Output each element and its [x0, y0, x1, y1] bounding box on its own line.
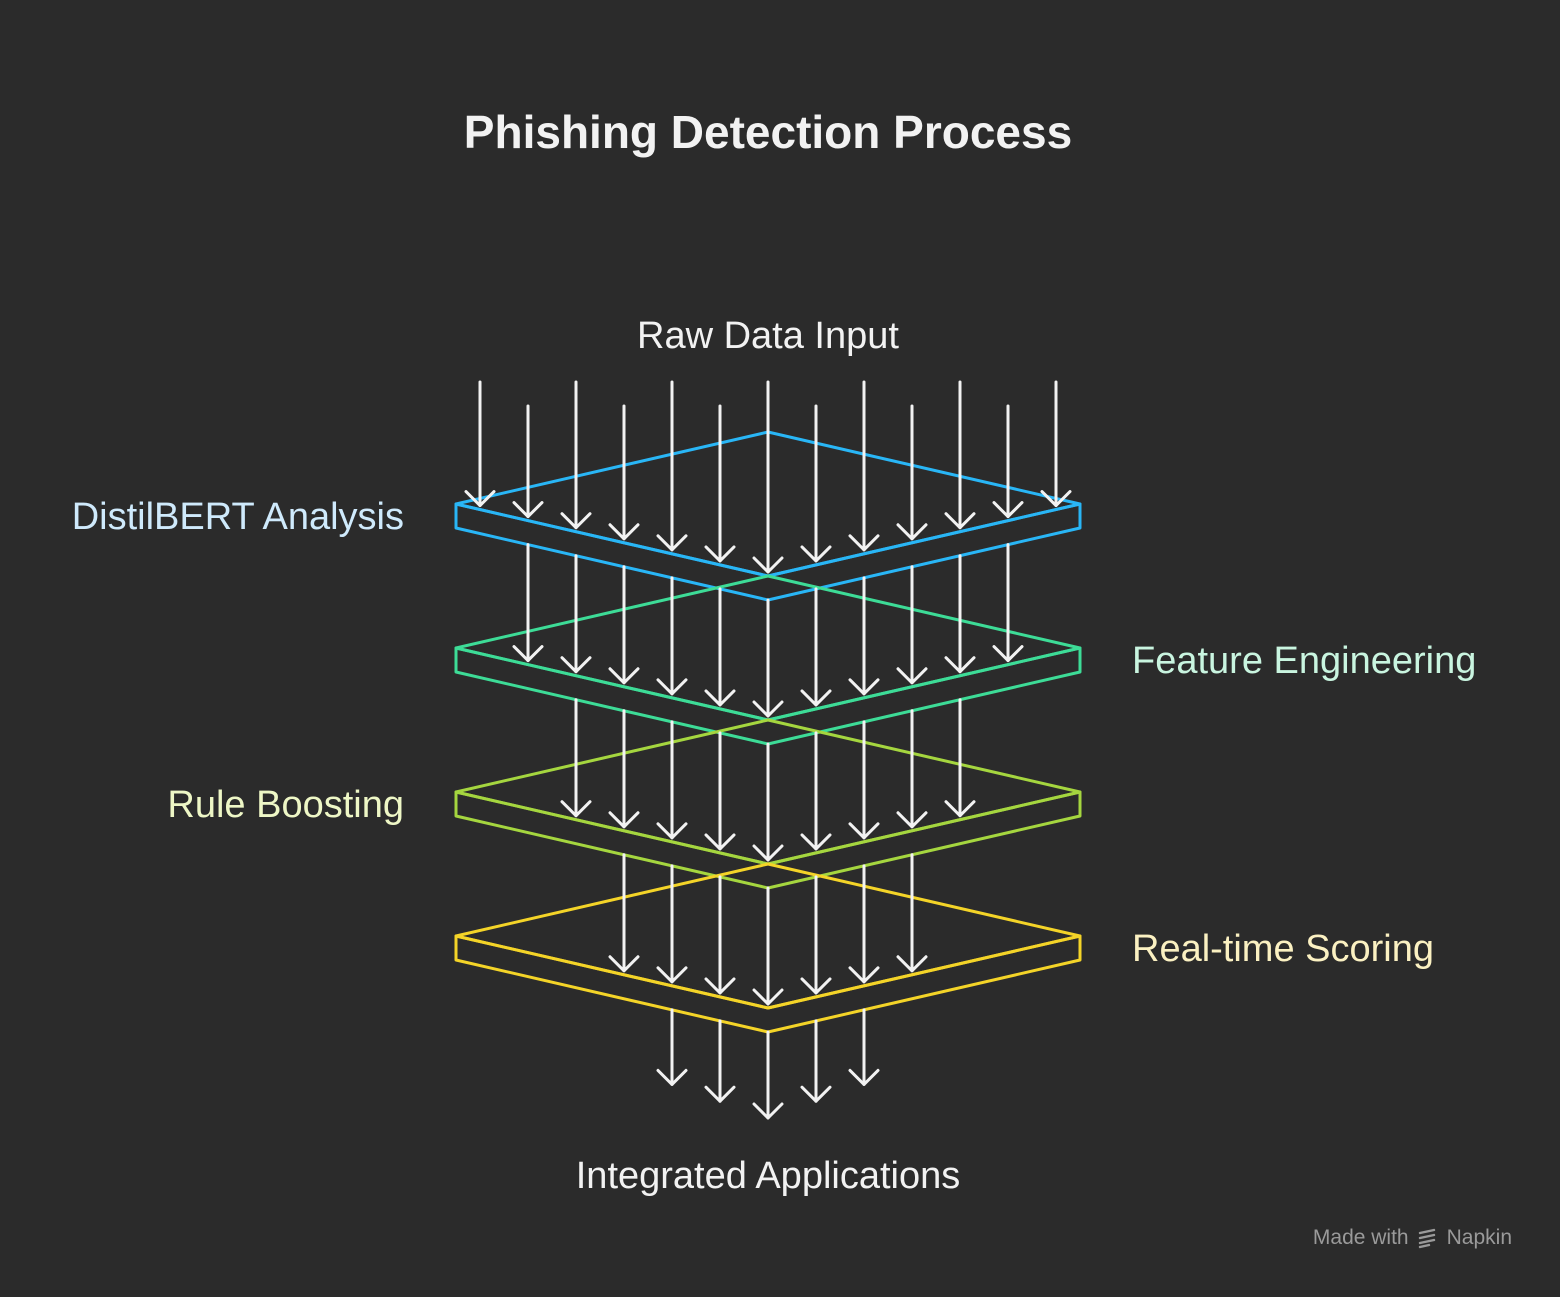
down-arrow-icon	[656, 720, 688, 840]
down-arrow-icon	[848, 720, 880, 840]
napkin-logo-icon	[1418, 1228, 1435, 1249]
down-arrow-icon	[704, 587, 736, 707]
page-title: Phishing Detection Process	[464, 106, 1072, 158]
down-arrow-icon	[848, 380, 880, 552]
down-arrow-icon	[608, 565, 640, 685]
down-arrow-icon	[800, 587, 832, 707]
down-arrow-icon	[464, 380, 496, 508]
down-arrow-icon	[704, 875, 736, 995]
down-arrow-icon	[512, 543, 544, 663]
down-arrow-icon	[512, 404, 544, 519]
down-arrow-icon	[896, 404, 928, 541]
watermark-prefix: Made with	[1312, 1226, 1409, 1249]
down-arrow-icon	[800, 731, 832, 851]
down-arrow-icon	[848, 576, 880, 696]
down-arrow-icon	[608, 404, 640, 541]
down-arrow-icon	[1040, 380, 1072, 508]
down-arrow-icon	[800, 404, 832, 563]
arrow-group	[464, 380, 1072, 1120]
down-arrow-icon	[560, 554, 592, 674]
down-arrow-icon	[560, 380, 592, 530]
down-arrow-icon	[704, 731, 736, 851]
down-arrow-icon	[656, 576, 688, 696]
layer-label-3: Rule Boosting	[167, 784, 404, 826]
layer-stack	[454, 430, 1082, 1034]
down-arrow-icon	[656, 864, 688, 984]
down-arrow-icon	[800, 875, 832, 995]
down-arrow-icon	[944, 554, 976, 674]
down-arrow-icon	[608, 709, 640, 829]
down-arrow-icon	[848, 1008, 880, 1086]
input-label: Raw Data Input	[637, 315, 899, 357]
down-arrow-icon	[752, 380, 784, 574]
down-arrow-icon	[896, 853, 928, 973]
watermark-brand: Napkin	[1446, 1226, 1512, 1249]
down-arrow-icon	[752, 886, 784, 1006]
down-arrow-icon	[608, 853, 640, 973]
layer-label-2: Feature Engineering	[1132, 640, 1476, 682]
down-arrow-icon	[800, 1019, 832, 1103]
down-arrow-icon	[944, 698, 976, 818]
layer-4	[454, 862, 1082, 1034]
down-arrow-icon	[656, 1008, 688, 1086]
down-arrow-icon	[752, 598, 784, 718]
down-arrow-icon	[992, 543, 1024, 663]
layer-label-1: DistilBERT Analysis	[72, 496, 404, 538]
down-arrow-icon	[560, 698, 592, 818]
layer-top-face	[454, 862, 1082, 1010]
down-arrow-icon	[752, 742, 784, 862]
down-arrow-icon	[752, 1030, 784, 1120]
watermark: Made with Napkin	[1313, 1226, 1512, 1250]
down-arrow-icon	[896, 565, 928, 685]
down-arrow-icon	[656, 380, 688, 552]
down-arrow-icon	[992, 404, 1024, 519]
output-label: Integrated Applications	[576, 1155, 961, 1197]
down-arrow-icon	[896, 709, 928, 829]
down-arrow-icon	[848, 864, 880, 984]
down-arrow-icon	[704, 404, 736, 563]
down-arrow-icon	[704, 1019, 736, 1103]
layer-label-4: Real-time Scoring	[1132, 928, 1434, 970]
down-arrow-icon	[944, 380, 976, 530]
